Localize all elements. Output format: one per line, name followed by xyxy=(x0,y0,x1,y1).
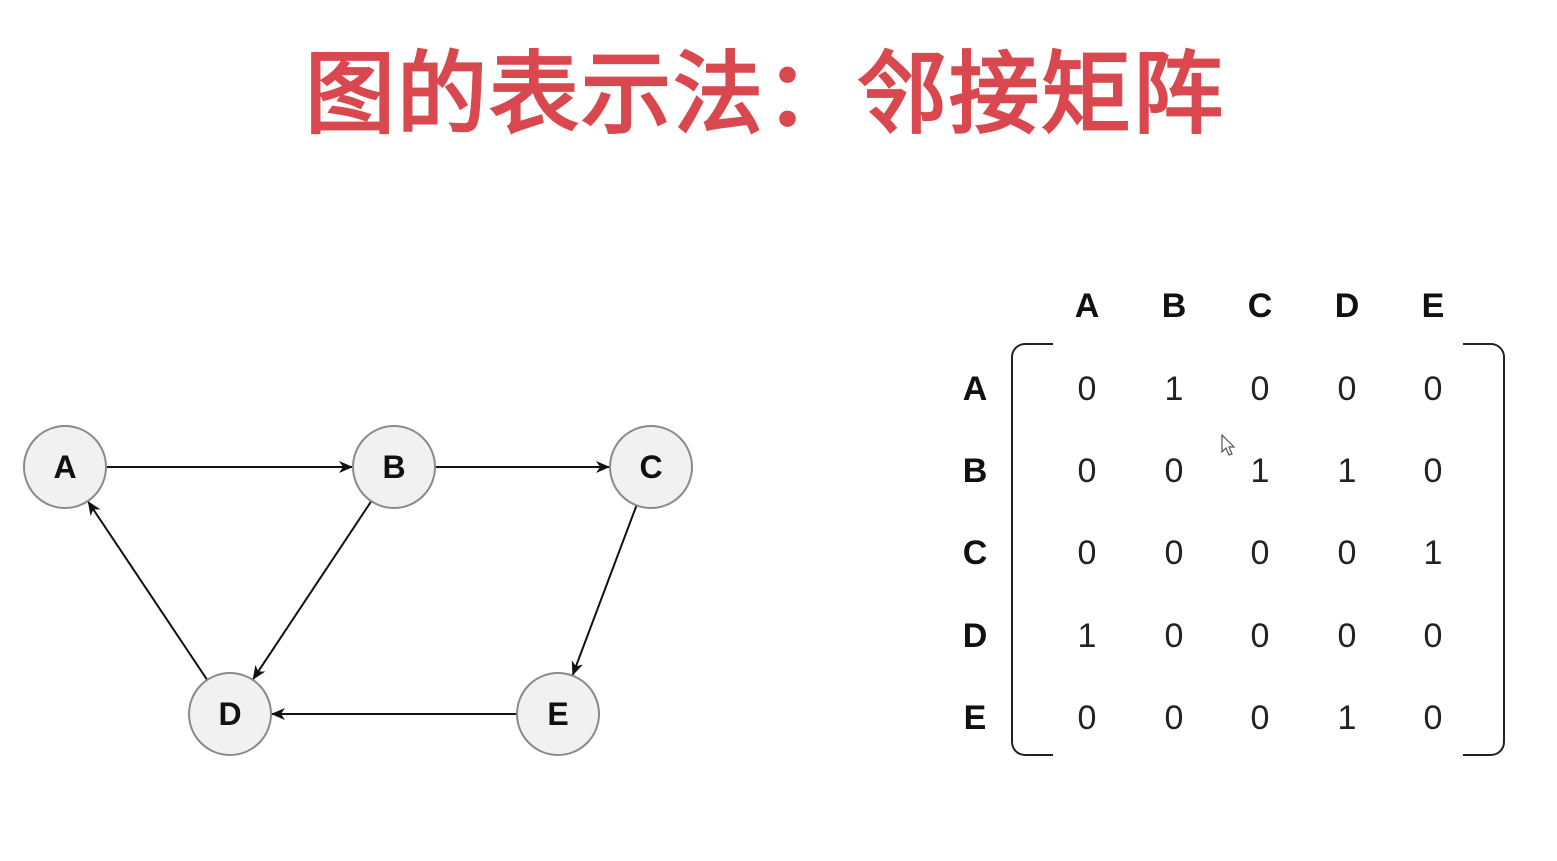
matrix-cell: 1 xyxy=(1423,534,1443,572)
matrix-cell: 1 xyxy=(1337,699,1357,737)
matrix-cell: 0 xyxy=(1077,452,1097,490)
slide-title: 图的表示法：邻接矩阵 xyxy=(305,42,1225,147)
node-a: A xyxy=(23,425,107,509)
node-b: B xyxy=(352,425,436,509)
matrix-cell: 1 xyxy=(1164,370,1184,408)
node-circle xyxy=(188,672,272,756)
node-label: A xyxy=(53,449,76,485)
matrix-cell: 0 xyxy=(1423,452,1443,490)
matrix-cell: 0 xyxy=(1337,617,1357,655)
matrix-row-header: A xyxy=(962,370,988,408)
matrix-column-header: E xyxy=(1421,287,1445,325)
matrix-cell: 0 xyxy=(1250,370,1270,408)
nodes-layer: A B C D E xyxy=(23,425,693,756)
matrix-cell: 0 xyxy=(1423,370,1443,408)
node-label: E xyxy=(547,696,568,732)
matrix-column-header: A xyxy=(1074,287,1100,325)
edges-layer xyxy=(87,461,638,720)
node-circle xyxy=(352,425,436,509)
edge-d-a xyxy=(87,501,209,681)
matrix-cell: 1 xyxy=(1077,617,1097,655)
node-e: E xyxy=(516,672,600,756)
matrix-cell: 0 xyxy=(1250,699,1270,737)
matrix-cell: 0 xyxy=(1077,534,1097,572)
matrix-cell: 0 xyxy=(1164,699,1184,737)
matrix-cell: 0 xyxy=(1250,534,1270,572)
node-label: C xyxy=(639,449,662,485)
matrix-row-header: B xyxy=(962,452,988,490)
edge-b-d xyxy=(252,500,373,680)
matrix-row-header: E xyxy=(963,699,987,737)
mouse-pointer-icon xyxy=(1221,434,1236,456)
matrix-row-header: C xyxy=(962,534,988,572)
matrix-right-bracket xyxy=(1463,343,1505,756)
directed-graph: A B C D E xyxy=(23,425,693,756)
edge-c-e xyxy=(571,505,638,676)
matrix-cell: 1 xyxy=(1250,452,1270,490)
matrix-cell: 0 xyxy=(1423,699,1443,737)
matrix-row-header: D xyxy=(962,617,988,655)
matrix-column-header: C xyxy=(1247,287,1273,325)
matrix-cell: 0 xyxy=(1423,617,1443,655)
matrix-left-bracket xyxy=(1011,343,1053,756)
matrix-cell: 0 xyxy=(1250,617,1270,655)
matrix-cell: 0 xyxy=(1077,370,1097,408)
matrix-cell: 0 xyxy=(1164,452,1184,490)
matrix-cell: 1 xyxy=(1337,452,1357,490)
node-circle xyxy=(609,425,693,509)
node-d: D xyxy=(188,672,272,756)
matrix-cell: 0 xyxy=(1337,534,1357,572)
matrix-cell: 0 xyxy=(1337,370,1357,408)
matrix-cell: 0 xyxy=(1164,617,1184,655)
node-circle xyxy=(516,672,600,756)
node-circle xyxy=(23,425,107,509)
matrix-cell: 0 xyxy=(1164,534,1184,572)
node-label: D xyxy=(218,696,241,732)
node-c: C xyxy=(609,425,693,509)
matrix-column-header: D xyxy=(1334,287,1360,325)
matrix-column-header: B xyxy=(1161,287,1187,325)
matrix-cell: 0 xyxy=(1077,699,1097,737)
node-label: B xyxy=(382,449,405,485)
